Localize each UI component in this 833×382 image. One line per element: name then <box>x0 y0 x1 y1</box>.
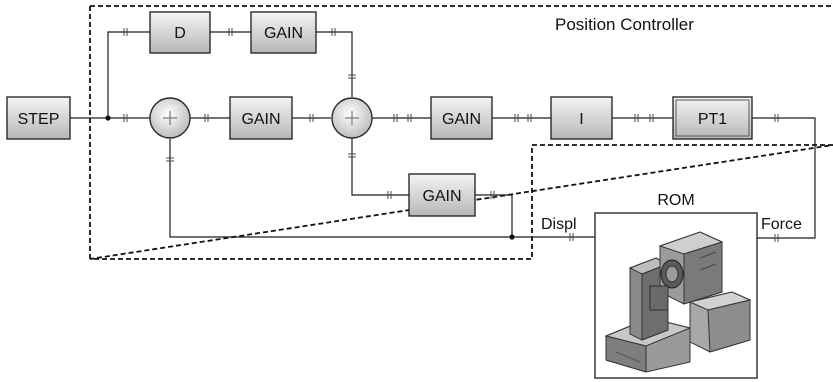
gain-top-block[interactable]: GAIN <box>250 11 317 54</box>
step-block[interactable]: STEP <box>6 96 71 140</box>
rom-input-port-label: Displ <box>541 216 577 233</box>
rom-title: ROM <box>657 192 694 209</box>
gain-feedback-label: GAIN <box>422 188 461 205</box>
integrator-block[interactable]: I <box>550 96 613 140</box>
summing-junction-2[interactable] <box>331 97 373 139</box>
derivative-label: D <box>174 25 186 42</box>
gain-forward-block[interactable]: GAIN <box>430 96 493 140</box>
gain-feedback-block[interactable]: GAIN <box>408 173 476 217</box>
machine-tool-image <box>604 231 752 373</box>
step-label: STEP <box>18 111 60 128</box>
gain-top-label: GAIN <box>264 25 303 42</box>
pt1-block[interactable]: PT1 <box>672 96 753 140</box>
derivative-block[interactable]: D <box>149 11 211 54</box>
rom-output-port-label: Force <box>761 216 802 233</box>
position-controller-label: Position Controller <box>555 15 694 34</box>
gain-mid-label: GAIN <box>241 111 280 128</box>
summing-junction-1[interactable] <box>149 97 191 139</box>
port-markers <box>123 28 779 242</box>
pt1-label: PT1 <box>698 111 727 128</box>
gain-forward-label: GAIN <box>442 111 481 128</box>
gain-mid-block[interactable]: GAIN <box>229 96 293 140</box>
position-controller-boundary <box>89 5 833 260</box>
integrator-label: I <box>579 111 583 128</box>
